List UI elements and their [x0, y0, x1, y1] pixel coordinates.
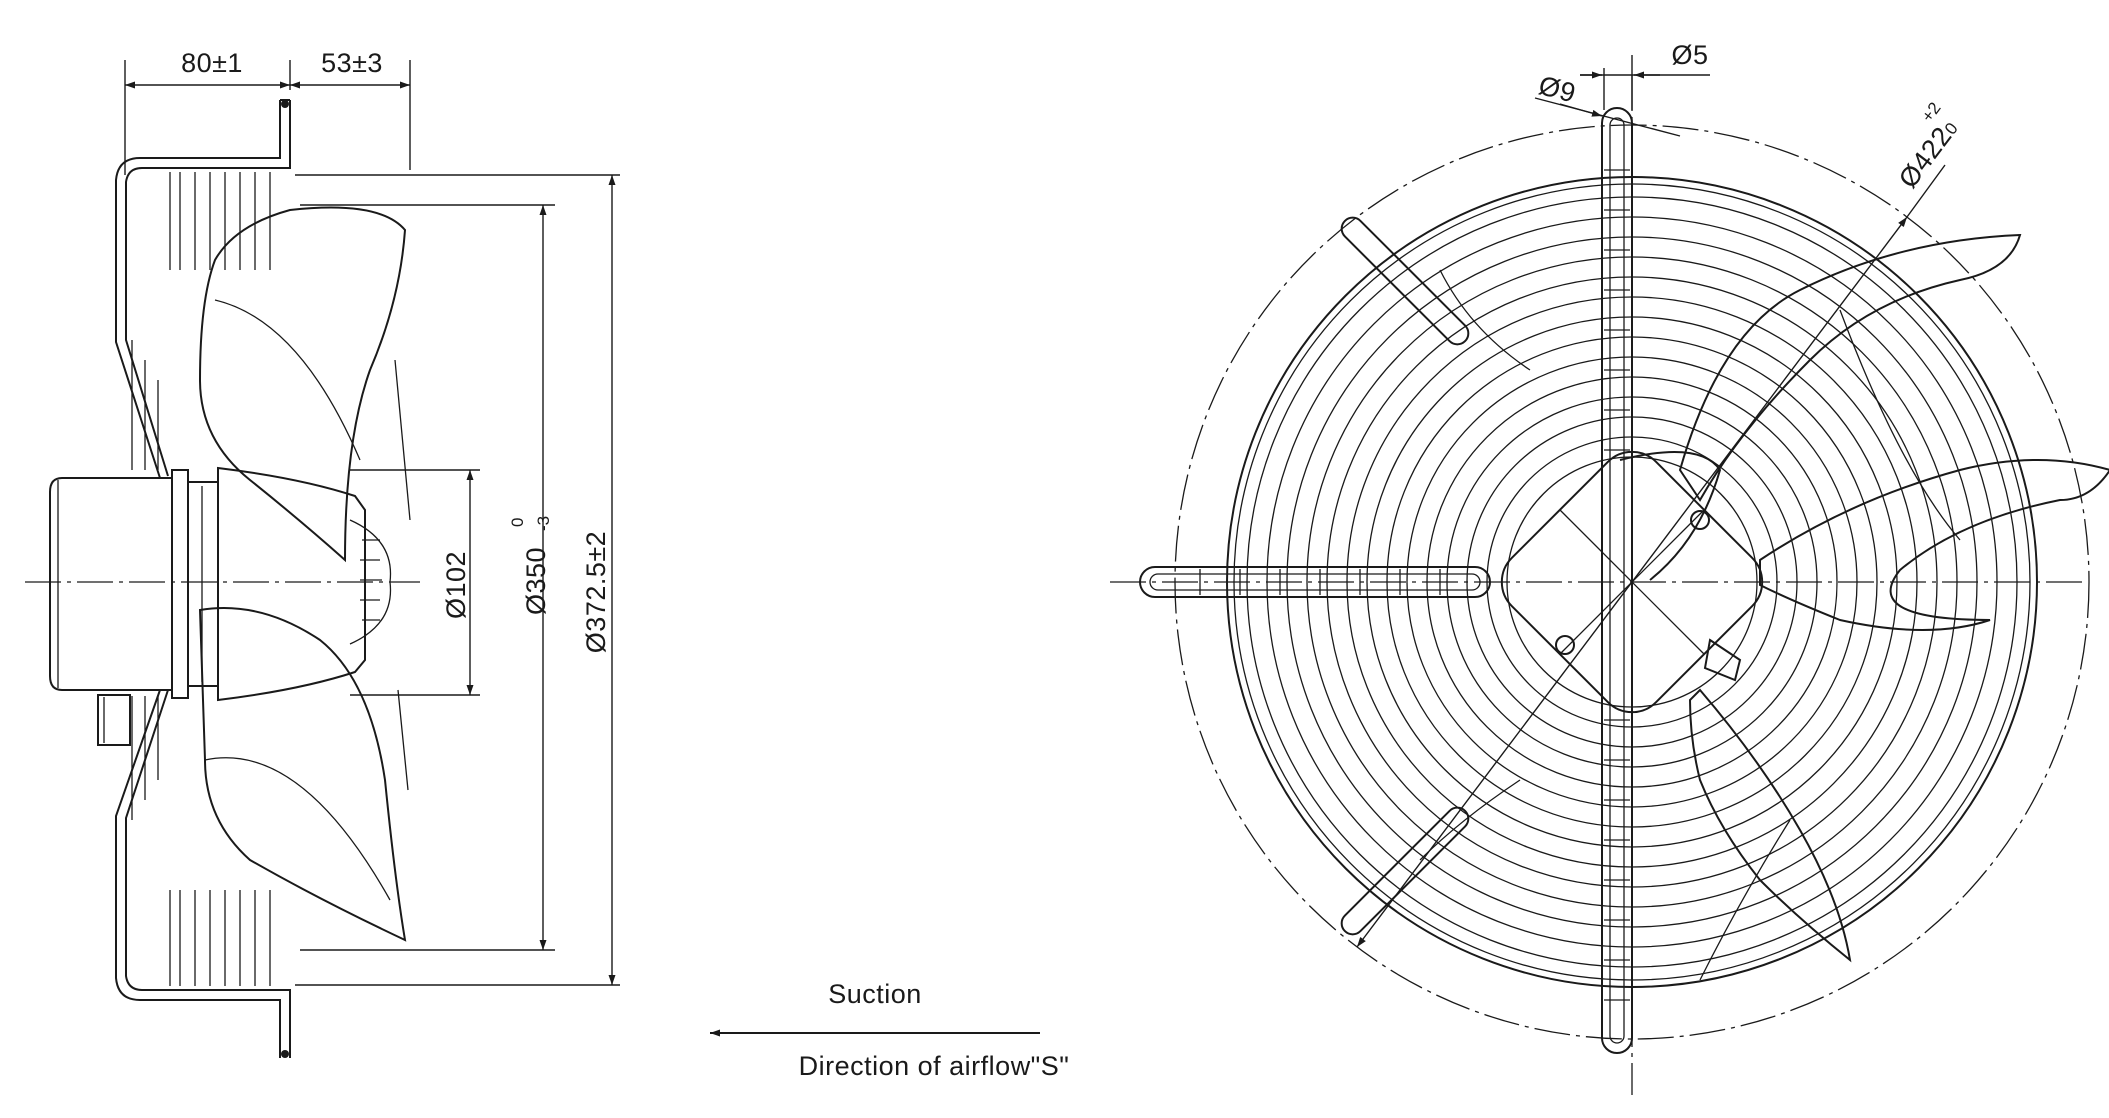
dim-5-label: Ø5 — [1671, 40, 1708, 70]
airflow-note: Suction Direction of airflow"S" — [710, 979, 1069, 1081]
airflow-direction-label: Direction of airflow"S" — [799, 1051, 1070, 1081]
dim-350-label: Ø350 — [521, 547, 551, 615]
fan-hub — [217, 466, 392, 702]
dimension-diameters-side: Ø102 Ø350 0 -3 Ø372.5±2 — [295, 174, 620, 986]
side-view: 80±1 53±3 Ø102 Ø350 0 -3 Ø372.5±2 — [25, 48, 620, 1058]
guard-vertical-bar — [1601, 107, 1633, 1054]
motor-housing — [49, 469, 219, 746]
dim-9-label: Ø9 — [1536, 70, 1580, 109]
dimension-mount-holes: Ø5 Ø9 — [1534, 40, 1710, 137]
dim-350-upper-tol: 0 — [508, 518, 527, 527]
dim-372-label: Ø372.5±2 — [581, 531, 611, 653]
fan-blades-side — [198, 206, 411, 942]
front-view: Ø5 Ø9 Ø422 +2 0 — [1110, 40, 2109, 1095]
dim-422-upper-tol: +2 — [1918, 99, 1945, 126]
dimension-axial: 80±1 53±3 — [124, 48, 411, 175]
dim-80-label: 80±1 — [181, 48, 243, 78]
dim-102-label: Ø102 — [441, 551, 471, 619]
dim-53-label: 53±3 — [321, 48, 383, 78]
dim-350-lower-tol: -3 — [534, 516, 553, 531]
airflow-suction-label: Suction — [828, 979, 922, 1009]
wire-guard-side — [115, 99, 291, 1058]
